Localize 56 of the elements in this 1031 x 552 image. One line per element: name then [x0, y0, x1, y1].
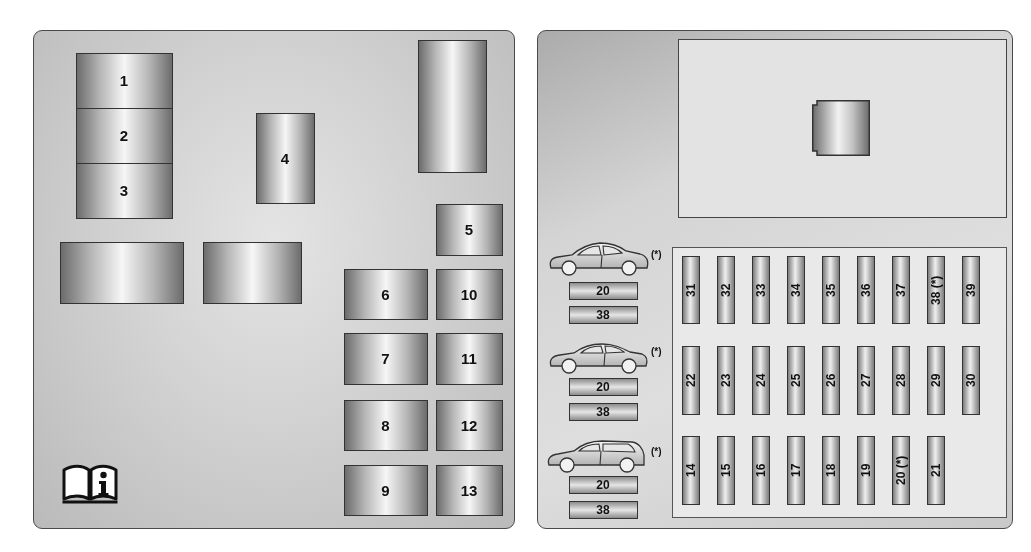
fuse: 26 — [822, 346, 840, 415]
fuse: 18 — [822, 436, 840, 505]
fuse: 28 — [892, 346, 910, 415]
fuse: 24 — [752, 346, 770, 415]
footnote-mark: (*) — [651, 249, 662, 261]
fuse: 38 — [568, 402, 638, 421]
fuse: 6 — [343, 268, 428, 320]
fuse: 14 — [682, 436, 700, 505]
fuse: 21 — [927, 436, 945, 505]
fuse: 25 — [787, 346, 805, 415]
fuse: 20 — [568, 377, 638, 396]
footnote-mark: (*) — [651, 346, 662, 358]
fuse: 20 — [568, 281, 638, 300]
fuse: 34 — [787, 256, 805, 324]
fuse: 20 (*) — [892, 436, 910, 505]
fuse: 8 — [343, 399, 428, 451]
fuse: 38 (*) — [927, 256, 945, 324]
fuse: 38 — [568, 500, 638, 519]
fuse: 39 — [962, 256, 980, 324]
fuse: 29 — [927, 346, 945, 415]
fuse: 16 — [752, 436, 770, 505]
fuse: 2 — [75, 107, 173, 164]
relay — [59, 241, 184, 304]
relay — [417, 39, 487, 173]
fuse: 4 — [255, 112, 315, 204]
fuse: 10 — [435, 268, 503, 320]
fuse: 15 — [717, 436, 735, 505]
fuse: 9 — [343, 464, 428, 516]
fuse-panel — [537, 30, 1013, 529]
fuse: 37 — [892, 256, 910, 324]
fuse: 13 — [435, 464, 503, 516]
fuse: 23 — [717, 346, 735, 415]
fuse: 33 — [752, 256, 770, 324]
fuse: 3 — [75, 162, 173, 219]
fuse: 17 — [787, 436, 805, 505]
relay — [202, 241, 302, 304]
fuse: 20 — [568, 475, 638, 494]
fuse: 22 — [682, 346, 700, 415]
relay — [812, 100, 870, 156]
fuse: 31 — [682, 256, 700, 324]
fuse: 27 — [857, 346, 875, 415]
fuse: 38 — [568, 305, 638, 324]
fuse: 30 — [962, 346, 980, 415]
fuse: 11 — [435, 332, 503, 385]
fuse: 36 — [857, 256, 875, 324]
relay-housing — [677, 38, 1007, 218]
fuse: 32 — [717, 256, 735, 324]
fuse: 7 — [343, 332, 428, 385]
fuse: 19 — [857, 436, 875, 505]
fuse-block — [671, 246, 1007, 518]
footnote-mark: (*) — [651, 446, 662, 458]
fuse: 5 — [435, 203, 503, 256]
fuse: 35 — [822, 256, 840, 324]
fuse-panel — [33, 30, 515, 529]
fuse: 1 — [75, 52, 173, 109]
fuse: 12 — [435, 399, 503, 451]
